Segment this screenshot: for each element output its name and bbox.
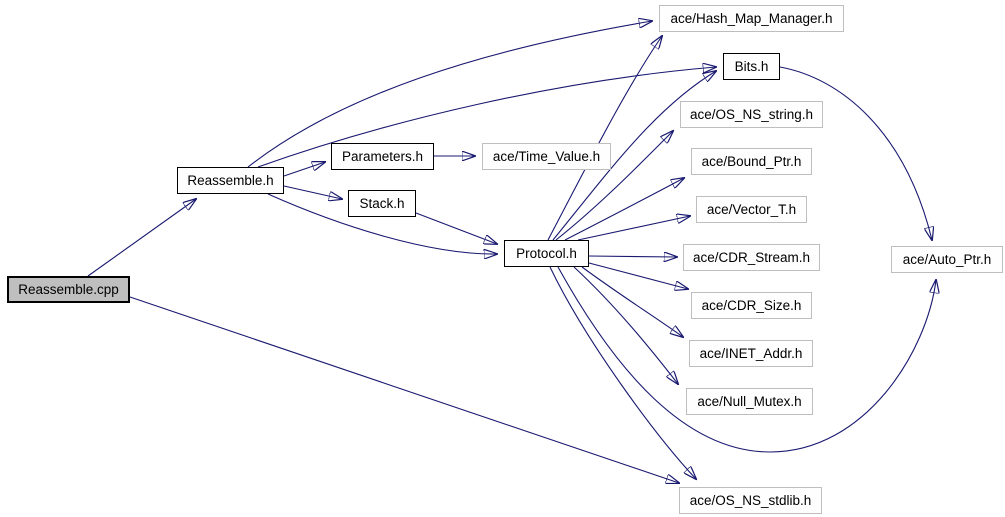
node-ace-auto-ptr-h: ace/Auto_Ptr.h: [891, 246, 1003, 273]
edge-protocol-to-os-ns-string: [555, 131, 673, 241]
edge-reassemble-cpp-to-os-ns-stdlib: [129, 296, 679, 483]
node-parameters-h[interactable]: Parameters.h: [331, 143, 434, 170]
node-reassemble-cpp: Reassemble.cpp: [7, 276, 130, 303]
edge-protocol-to-os-ns-stdlib: [549, 266, 696, 479]
node-ace-inet-addr-h: ace/INET_Addr.h: [689, 340, 813, 367]
edge-protocol-to-cdr-stream: [588, 256, 677, 257]
edge-protocol-to-vector-t: [577, 216, 690, 241]
node-ace-time-value-h: ace/Time_Value.h: [482, 143, 611, 170]
edge-stack-to-protocol: [415, 212, 497, 244]
node-ace-os-ns-stdlib-h: ace/OS_NS_stdlib.h: [679, 487, 822, 514]
node-stack-h[interactable]: Stack.h: [348, 190, 416, 217]
edge-reassemble-h-to-stack: [283, 185, 342, 199]
edge-protocol-to-hash-map: [547, 36, 662, 241]
node-reassemble-h[interactable]: Reassemble.h: [177, 167, 284, 194]
edge-reassemble-h-to-hash-map: [247, 21, 652, 168]
node-protocol-h[interactable]: Protocol.h: [504, 240, 589, 267]
node-bits-h[interactable]: Bits.h: [723, 53, 780, 80]
edge-protocol-to-auto-ptr: [557, 266, 936, 453]
node-ace-cdr-stream-h: ace/CDR_Stream.h: [683, 244, 820, 271]
edge-reassemble-h-to-parameters: [283, 162, 325, 177]
edge-reassemble-h-to-bits: [257, 67, 716, 168]
node-ace-hash-map-manager-h: ace/Hash_Map_Manager.h: [659, 5, 844, 32]
node-ace-os-ns-string-h: ace/OS_NS_string.h: [680, 101, 823, 128]
node-ace-bound-ptr-h: ace/Bound_Ptr.h: [691, 148, 812, 175]
edge-protocol-to-bits: [552, 71, 716, 241]
node-ace-cdr-size-h: ace/CDR_Size.h: [691, 292, 812, 319]
edge-protocol-to-cdr-size: [588, 262, 688, 289]
edge-bits-to-auto-ptr: [779, 66, 932, 240]
node-ace-null-mutex-h: ace/Null_Mutex.h: [686, 388, 813, 415]
edge-reassemble-h-to-protocol: [267, 193, 497, 254]
edge-protocol-to-null-mutex: [573, 266, 678, 384]
edge-protocol-to-bound-ptr: [564, 178, 684, 241]
node-ace-vector-t-h: ace/Vector_T.h: [696, 196, 807, 223]
edge-reassemble-cpp-to-reassemble-h: [87, 199, 196, 277]
edge-protocol-to-inet-addr: [581, 266, 683, 337]
